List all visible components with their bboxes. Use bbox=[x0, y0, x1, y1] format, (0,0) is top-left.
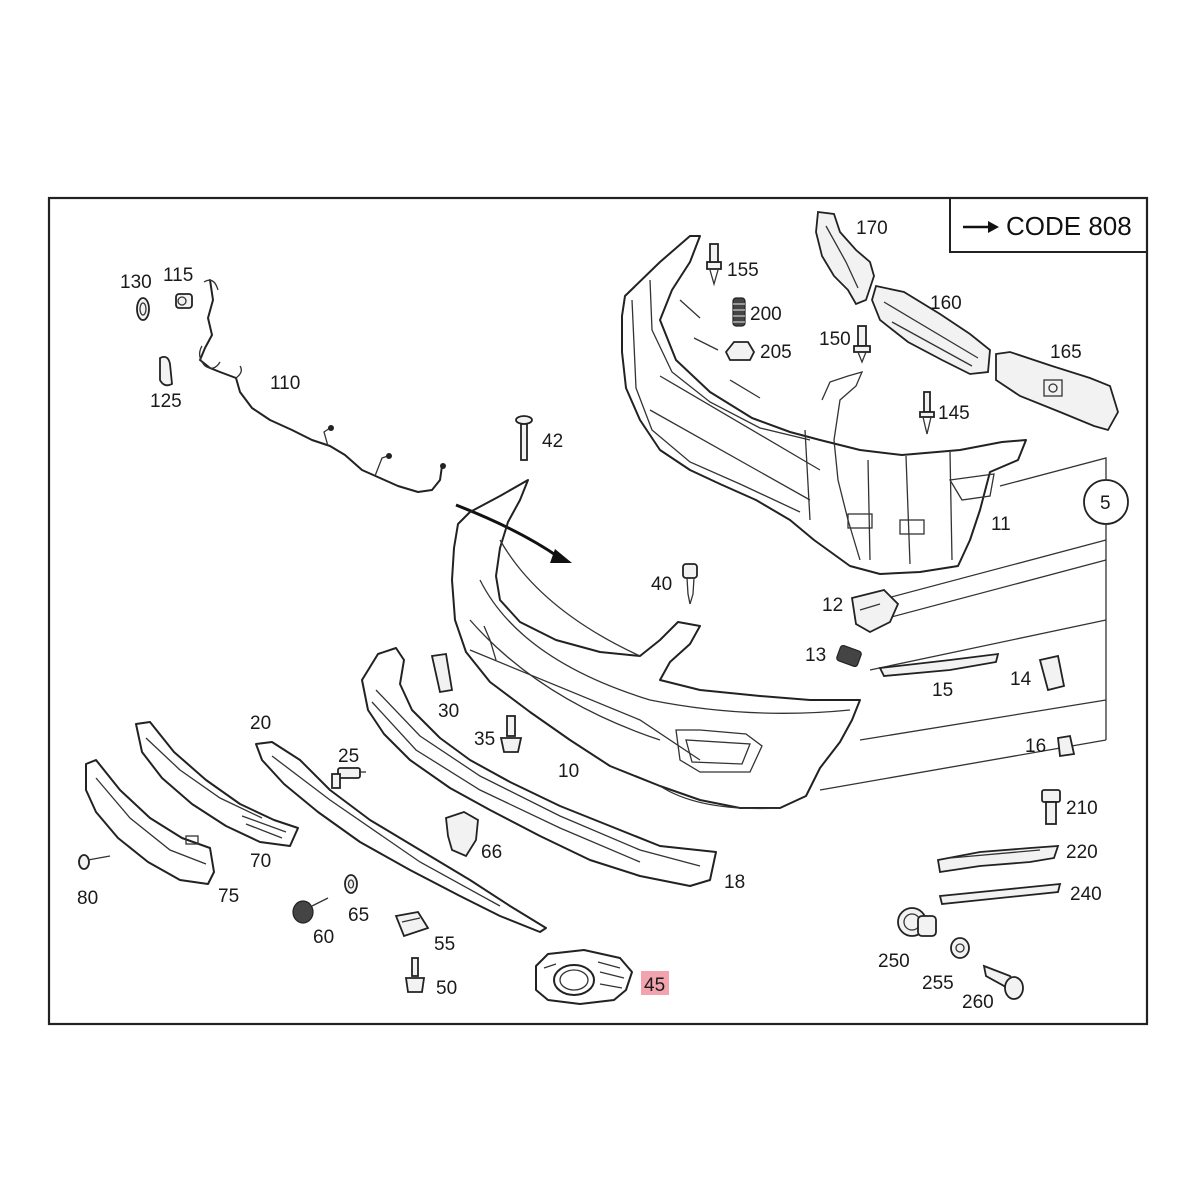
label-50: 50 bbox=[436, 978, 457, 999]
spring-200 bbox=[732, 297, 746, 327]
label-250: 250 bbox=[878, 951, 910, 972]
callout-label: 5 bbox=[1100, 493, 1111, 514]
label-200: 200 bbox=[750, 304, 782, 325]
label-255: 255 bbox=[922, 973, 954, 994]
clip-16 bbox=[1057, 734, 1076, 758]
label-45: 45 bbox=[644, 975, 665, 996]
label-130: 130 bbox=[120, 272, 152, 293]
label-65: 65 bbox=[348, 905, 369, 926]
label-35: 35 bbox=[474, 729, 495, 750]
trim-strip-15 bbox=[878, 652, 1000, 677]
bolt-155 bbox=[706, 243, 722, 287]
label-70: 70 bbox=[250, 851, 271, 872]
bolt-260 bbox=[982, 964, 1024, 1000]
label-55: 55 bbox=[434, 934, 455, 955]
fog-light-cover-45 bbox=[535, 949, 633, 1005]
bumper-cover bbox=[451, 479, 861, 810]
bolt-40 bbox=[682, 563, 698, 605]
clip-55 bbox=[394, 911, 430, 938]
label-10: 10 bbox=[558, 761, 579, 782]
label-160: 160 bbox=[930, 293, 962, 314]
bolt-150 bbox=[853, 325, 871, 364]
trim-75 bbox=[85, 759, 215, 885]
label-145: 145 bbox=[938, 403, 970, 424]
cap-30 bbox=[430, 652, 454, 694]
label-165: 165 bbox=[1050, 342, 1082, 363]
label-210: 210 bbox=[1066, 798, 1098, 819]
trim-strip-20 bbox=[255, 741, 547, 933]
label-40: 40 bbox=[651, 574, 672, 595]
label-14: 14 bbox=[1010, 669, 1032, 690]
clip-205 bbox=[724, 341, 756, 361]
lower-grille-18 bbox=[361, 647, 717, 887]
label-205: 205 bbox=[760, 342, 792, 363]
bolt-145 bbox=[919, 391, 935, 435]
strip-240 bbox=[938, 882, 1062, 905]
bracket-165 bbox=[995, 351, 1119, 432]
bumper-reinforcement bbox=[621, 235, 1027, 575]
label-75: 75 bbox=[218, 886, 239, 907]
label-220: 220 bbox=[1066, 842, 1098, 863]
bolt-35 bbox=[499, 715, 523, 753]
diagram-frame bbox=[47, 196, 1149, 1026]
label-115: 115 bbox=[163, 265, 193, 286]
label-125: 125 bbox=[150, 391, 182, 412]
label-13: 13 bbox=[805, 645, 826, 666]
label-25: 25 bbox=[338, 746, 359, 767]
label-30: 30 bbox=[438, 701, 459, 722]
bolt-60 bbox=[292, 897, 329, 924]
label-110: 110 bbox=[270, 373, 300, 394]
bolt-210 bbox=[1041, 789, 1061, 825]
highlight-45 bbox=[641, 971, 669, 995]
label-170: 170 bbox=[856, 218, 888, 239]
right-arrow-icon bbox=[963, 221, 999, 233]
label-150: 150 bbox=[819, 329, 851, 350]
label-42: 42 bbox=[542, 431, 563, 452]
code-box-text: CODE 808 bbox=[1006, 211, 1132, 241]
absorber-160 bbox=[871, 284, 991, 375]
clip-14 bbox=[1038, 654, 1066, 692]
label-240: 240 bbox=[1070, 884, 1102, 905]
label-60: 60 bbox=[313, 927, 334, 948]
label-15: 15 bbox=[932, 680, 953, 701]
bolt-50 bbox=[404, 957, 426, 993]
washer-65 bbox=[344, 874, 358, 894]
code-box: CODE 808 bbox=[949, 198, 1147, 253]
bolt-25 bbox=[331, 767, 366, 789]
bolt-80 bbox=[78, 854, 111, 870]
label-12: 12 bbox=[822, 595, 843, 616]
sensor-bracket-12 bbox=[850, 589, 900, 634]
wiring-harness bbox=[198, 279, 446, 493]
label-80: 80 bbox=[77, 888, 98, 909]
label-66: 66 bbox=[481, 842, 502, 863]
strip-220 bbox=[936, 845, 1060, 874]
callout-5: 5 bbox=[819, 457, 1129, 791]
spring-13 bbox=[836, 644, 862, 668]
clip-66 bbox=[445, 811, 479, 858]
gear-250 bbox=[897, 907, 937, 937]
install-arrow bbox=[455, 503, 572, 563]
parking-sensor bbox=[175, 293, 193, 309]
label-18: 18 bbox=[724, 872, 745, 893]
sensor-cap bbox=[159, 355, 173, 387]
label-155: 155 bbox=[727, 260, 759, 281]
label-11: 11 bbox=[991, 514, 1011, 535]
label-260: 260 bbox=[962, 992, 994, 1013]
grille-70 bbox=[135, 721, 299, 847]
washer-255 bbox=[950, 937, 970, 959]
bolt-42 bbox=[515, 415, 533, 461]
label-16: 16 bbox=[1025, 736, 1046, 757]
label-20: 20 bbox=[250, 713, 271, 734]
sensor-grommet bbox=[136, 297, 150, 321]
bracket-170 bbox=[815, 210, 875, 306]
